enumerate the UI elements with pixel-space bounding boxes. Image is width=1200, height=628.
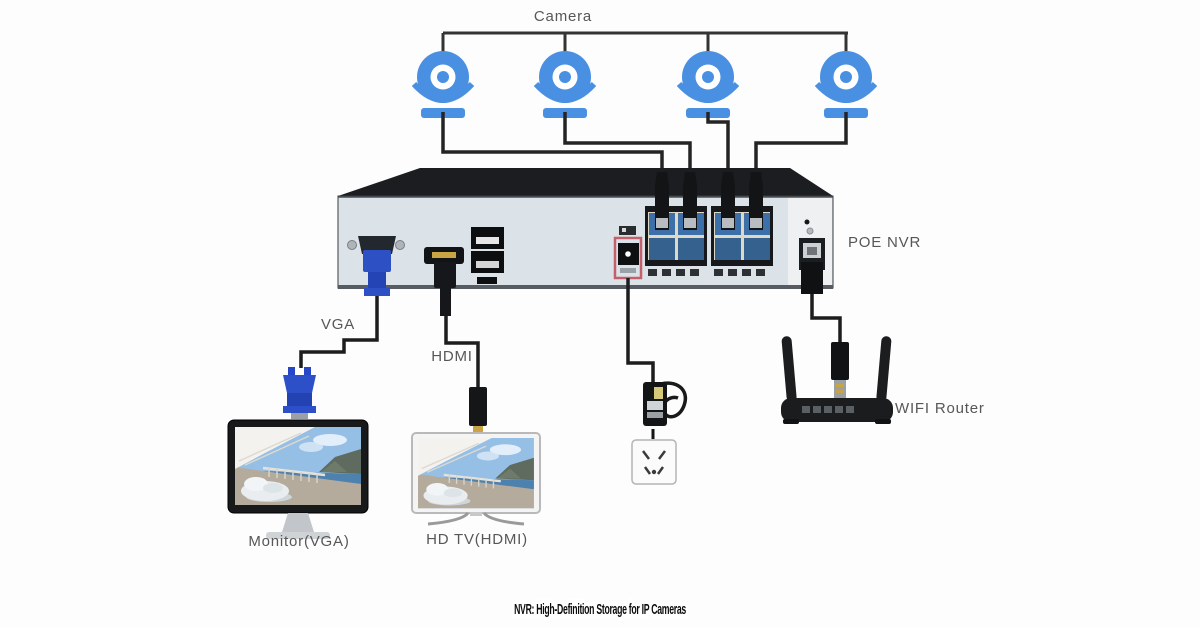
hdmi-connector-nvr: [434, 262, 456, 316]
status-led: [804, 219, 810, 225]
poe-port-block-1: [645, 206, 707, 266]
camera-bracket: [441, 31, 848, 56]
tv-legs: [427, 511, 525, 526]
nvr-top: [338, 168, 833, 196]
lan-plug: [801, 262, 823, 294]
vga-cable: [299, 296, 379, 368]
poe-port-block-2: [711, 206, 773, 266]
vga-connector-monitor: [283, 367, 316, 419]
tv-screen: [416, 436, 536, 510]
hdmi-label: HDMI: [431, 348, 473, 365]
wifi-router-label: WIFI Router: [895, 400, 985, 417]
hdtv: [411, 432, 541, 526]
camera-icon-4: [817, 51, 875, 118]
power-adapter: [643, 381, 688, 426]
router-plug: [831, 342, 849, 400]
wall-outlet: [631, 439, 677, 485]
ethernet-plugs: [655, 172, 763, 230]
reset-button: [806, 227, 814, 235]
camera-icon-2: [536, 51, 594, 118]
vga-port: [347, 236, 405, 254]
power-cable: [626, 278, 655, 382]
ethernet-plug-4: [749, 172, 763, 230]
hdmi-connector-tv: [469, 387, 487, 434]
usb-ports: [471, 227, 504, 284]
poe-nvr-label: POE NVR: [848, 234, 921, 251]
monitor-label: Monitor(VGA): [248, 533, 349, 550]
vga-label: VGA: [321, 316, 355, 333]
router-antenna-right: [876, 336, 892, 403]
lan-cable: [810, 294, 842, 342]
hdmi-cable: [444, 316, 480, 387]
hdtv-label: HD TV(HDMI): [426, 531, 528, 548]
camera-cable-2: [563, 112, 692, 178]
nvr-device: [337, 168, 834, 316]
title: NVR: High-Definition Storage for IP Came…: [514, 601, 686, 618]
hdmi-port: [424, 247, 464, 264]
ethernet-plug-1: [655, 172, 669, 230]
nvr-vents: [648, 269, 765, 276]
camera-cable-4: [754, 112, 848, 178]
camera-icon-3: [679, 51, 737, 118]
camera-label: Camera: [534, 8, 592, 25]
camera-cable-1: [441, 112, 664, 178]
ethernet-plug-2: [683, 172, 697, 230]
monitor: [227, 419, 369, 539]
power-port: [613, 226, 643, 280]
camera-cable-3: [706, 112, 730, 178]
vga-connector-nvr: [363, 250, 391, 296]
monitor-screen: [233, 425, 363, 507]
camera-icon-1: [414, 51, 472, 118]
monitor-base: [266, 532, 330, 539]
ethernet-plug-3: [721, 172, 735, 230]
wifi-router: [781, 336, 893, 424]
monitor-stand: [282, 513, 314, 532]
router-antenna-left: [781, 336, 797, 403]
